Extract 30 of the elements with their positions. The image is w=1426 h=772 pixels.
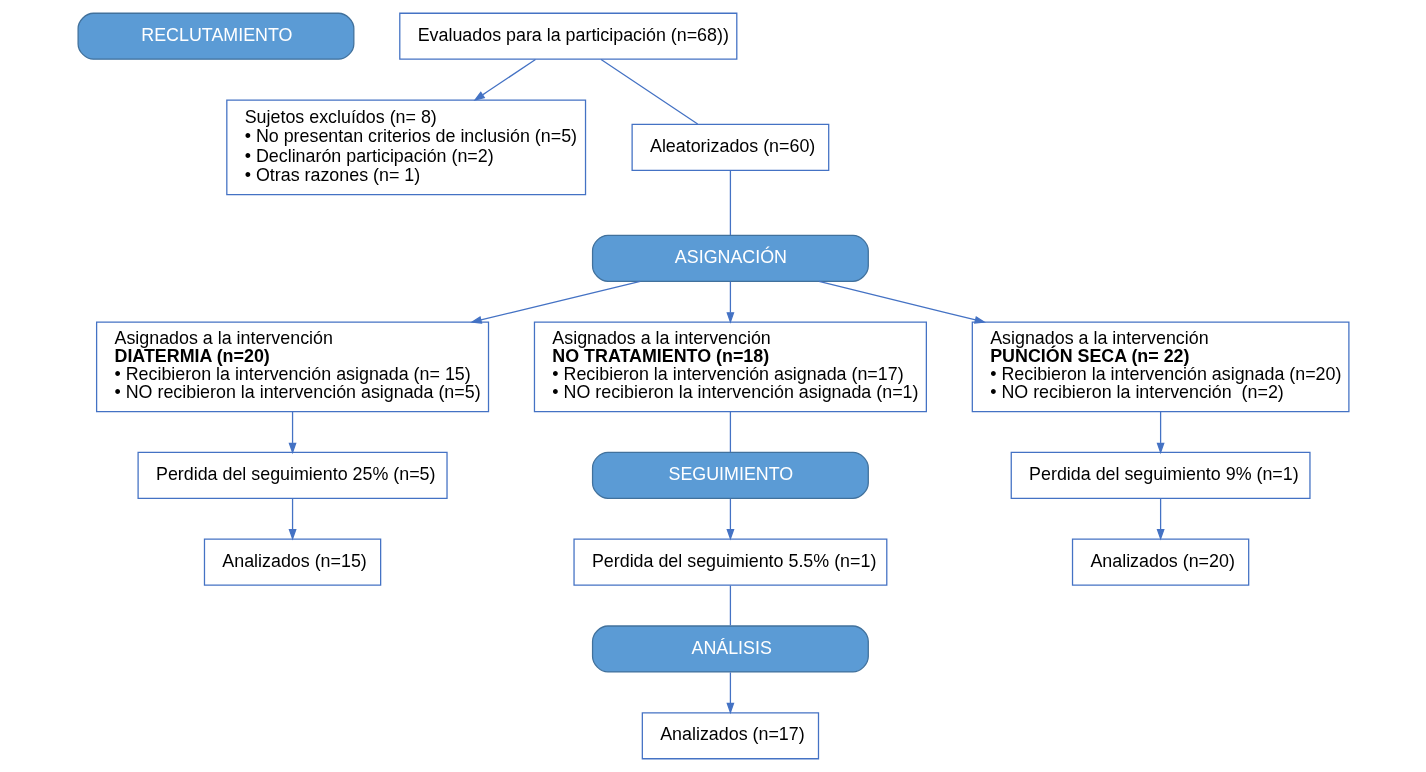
- node-box: Analizados (n=17): [641, 712, 819, 760]
- connector: [729, 411, 731, 453]
- connector: [729, 169, 731, 236]
- node-box: SEGUIMIENTO: [591, 451, 869, 499]
- node-box: Analizados (n=20): [1071, 538, 1249, 586]
- arrow: [1156, 411, 1165, 455]
- node-box: Perdida del seguimiento 25% (n=5): [136, 451, 448, 499]
- node-box: Asignados a la intervención DIATERMIA (n=20) • Recibieron la intervención asignada (n= 15) • NO recibieron la intervención asignada (n=5): [95, 321, 489, 413]
- node-box: ASIGNACIÓN: [591, 234, 869, 282]
- arrow: [288, 498, 297, 541]
- connector: [729, 584, 731, 627]
- node-box: Asignados a la intervención NO TRATAMIENTO (n=18) • Recibieron la intervención asignada (n=17) • NO recibieron la intervención asignada (n=1): [533, 321, 927, 413]
- arrow: [288, 411, 297, 455]
- arrow: [469, 280, 641, 324]
- node-box: Asignados a la intervención PUNCIÓN SECA (n= 22) • Recibieron la intervención asignada (n=20) • NO recibieron la intervención (n=2): [971, 321, 1350, 413]
- node-box: Perdida del seguimiento 9% (n=1): [1010, 451, 1311, 499]
- node-box: Aleatorizados (n=60): [631, 123, 829, 171]
- arrow: [725, 280, 734, 324]
- arrow: [472, 58, 536, 101]
- node-box: RECLUTAMIENTO: [76, 12, 354, 60]
- node-box: Evaluados para la participación (n=68)): [398, 12, 737, 60]
- node-box: Sujetos excluídos (n= 8) • No presentan criterios de inclusión (n=5) • Declinarón participación (n=2) • Otras razones (n= 1): [225, 99, 586, 196]
- arrow: [725, 671, 734, 715]
- connector: [599, 58, 698, 125]
- arrow: [725, 498, 734, 541]
- arrow: [817, 280, 986, 324]
- node-box: Analizados (n=15): [203, 538, 381, 586]
- arrow: [1156, 498, 1165, 541]
- node-box: Perdida del seguimiento 5.5% (n=1): [572, 538, 887, 586]
- node-box: ANÁLISIS: [591, 625, 869, 673]
